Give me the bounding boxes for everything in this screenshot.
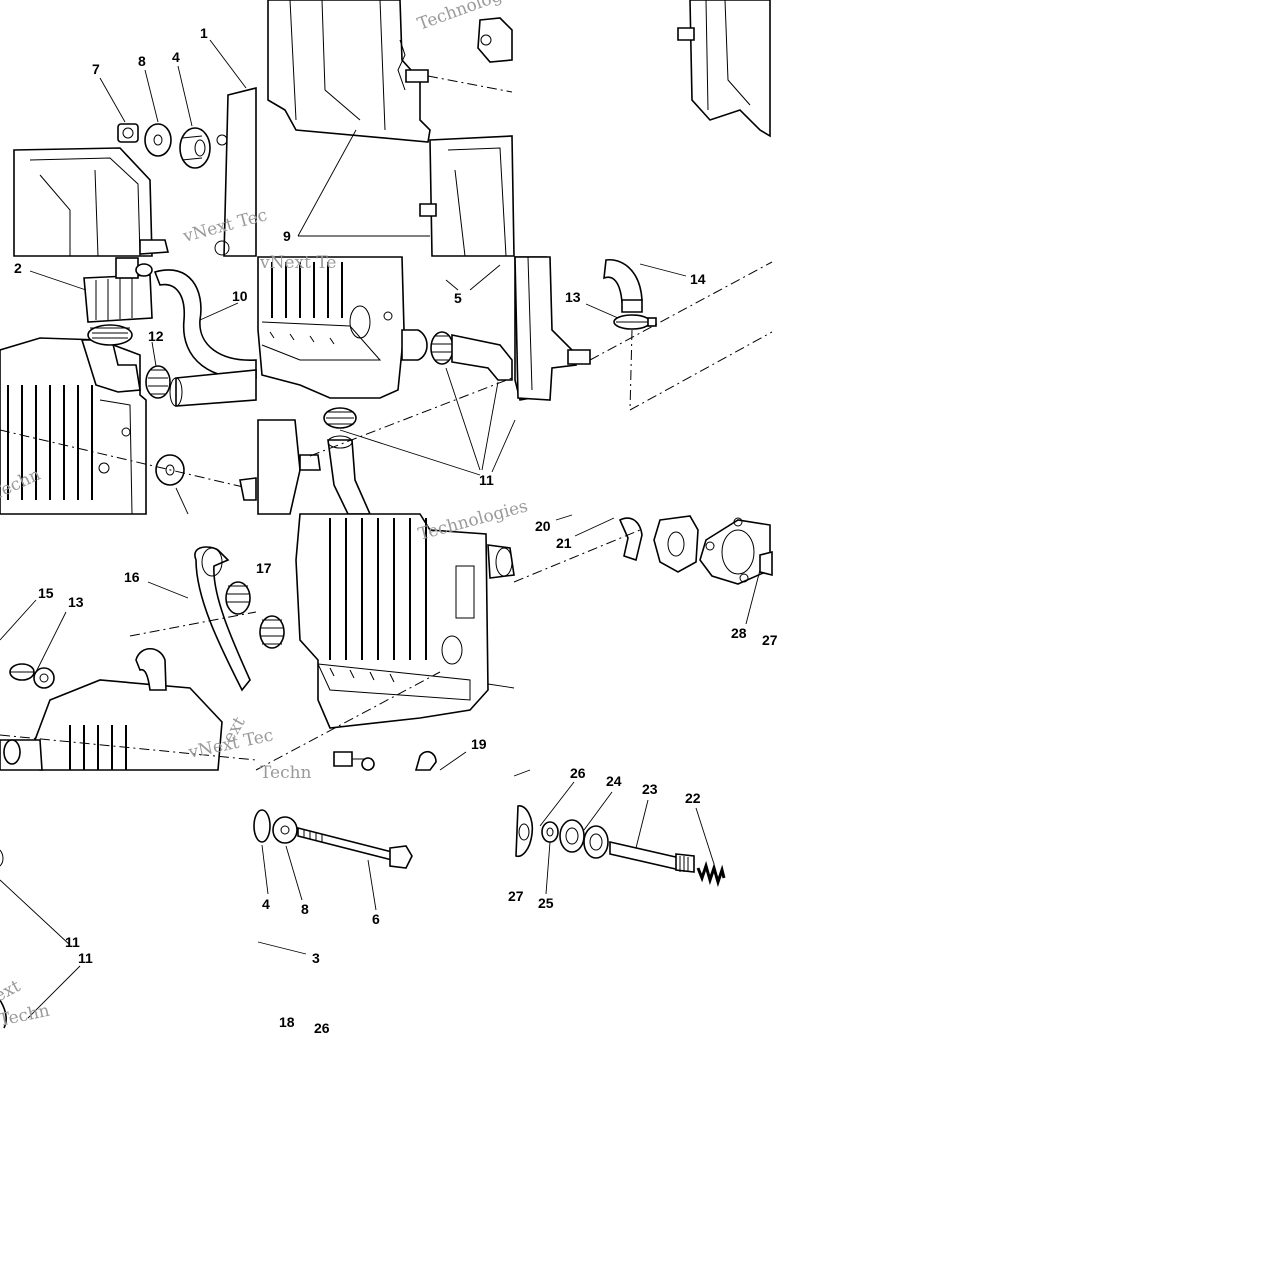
watermark-text: vNext Te <box>259 253 336 273</box>
callout-16: 16 <box>124 569 140 585</box>
washer-part <box>272 816 298 844</box>
callout-10: 10 <box>232 288 248 304</box>
callout-13: 13 <box>68 594 84 610</box>
tile-top-middle: 9 Technologies <box>267 0 527 257</box>
callout-1: 1 <box>200 25 208 41</box>
callout-13: 13 <box>565 289 581 305</box>
callout-4: 4 <box>262 896 270 912</box>
callout-24: 24 <box>606 773 622 789</box>
callout-23: 23 <box>642 781 658 797</box>
tile-bottom-right: 26 24 23 22 27 25 <box>508 765 726 911</box>
callout-9: 9 <box>283 228 291 244</box>
watermark-text: Techn <box>260 763 312 783</box>
callout-17: 17 <box>256 560 272 576</box>
spring-part <box>696 860 726 888</box>
callout-21: 21 <box>556 535 572 551</box>
bolt-part <box>297 826 413 869</box>
bearing-part <box>559 819 585 853</box>
tile-middle-left: 2 10 12 Techn <box>0 257 257 515</box>
callout-3: 3 <box>312 950 320 966</box>
callout-19: 19 <box>471 736 487 752</box>
callout-5: 5 <box>454 290 462 306</box>
callout-26: 26 <box>570 765 586 781</box>
watermark-text: Techn <box>0 1001 51 1031</box>
callout-2: 2 <box>14 260 22 276</box>
washer-part <box>144 123 172 157</box>
callout-11: 11 <box>78 950 93 966</box>
tile-top-left: 1 7 8 4 vNext Tec <box>13 25 269 257</box>
tile-bottom-center: 4 8 6 3 18 26 Techn <box>253 763 413 1036</box>
callout-20: 20 <box>535 518 551 534</box>
tile-center: 5 11 vNext Te <box>257 253 549 515</box>
radiator-fins <box>329 518 427 660</box>
tile-bottom-left: 11 11 ext Techn <box>0 849 93 1031</box>
callout-11: 11 <box>65 934 80 950</box>
bearing-part <box>583 825 609 859</box>
callout-25: 25 <box>538 895 554 911</box>
radiator-fins <box>7 385 93 500</box>
callout-6: 6 <box>372 911 380 927</box>
hose-clamp-part <box>145 365 171 399</box>
tile-middle-right: 13 14 <box>514 256 773 411</box>
callout-22: 22 <box>685 790 701 806</box>
shaft-part <box>609 840 695 873</box>
watermark-text: ext <box>0 976 24 1006</box>
callout-18: 18 <box>279 1014 295 1030</box>
grommet-part <box>179 127 211 169</box>
tile-lower-right: 20 21 28 27 <box>513 514 778 648</box>
callout-26: 26 <box>314 1020 330 1036</box>
callout-27: 27 <box>762 632 778 648</box>
callout-11: 11 <box>479 472 494 488</box>
tile-top-right <box>677 0 771 138</box>
callout-8: 8 <box>138 53 146 69</box>
callout-28: 28 <box>731 625 747 641</box>
callout-14: 14 <box>690 271 706 287</box>
radiator-cap-part <box>83 257 153 323</box>
callout-15: 15 <box>38 585 54 601</box>
callout-27: 27 <box>508 888 524 904</box>
callout-7: 7 <box>92 61 100 77</box>
nut-part <box>117 123 139 143</box>
radiator-fins <box>271 262 343 318</box>
callout-8: 8 <box>301 901 309 917</box>
callout-12: 12 <box>148 328 164 344</box>
callout-4: 4 <box>172 49 180 65</box>
